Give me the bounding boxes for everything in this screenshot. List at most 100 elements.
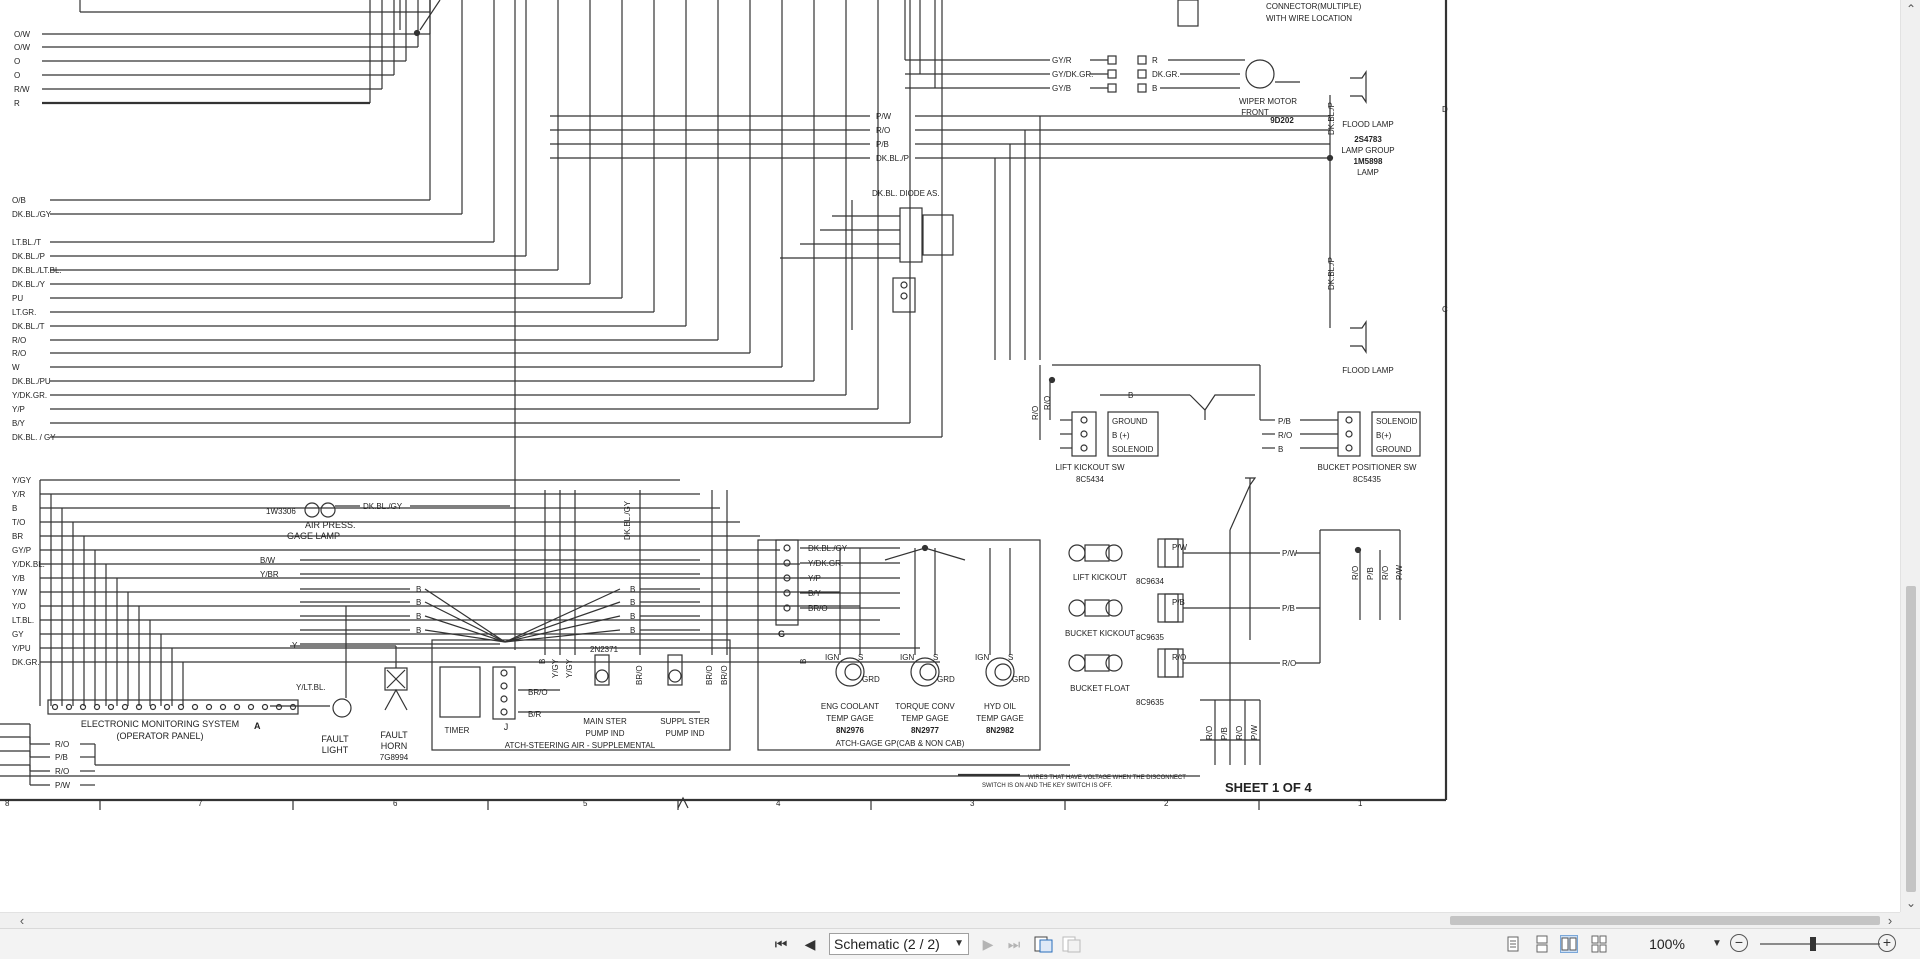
zoom-slider[interactable] <box>1760 943 1880 945</box>
left-wire-label: O <box>14 71 20 80</box>
left-wire-label: R/O <box>12 349 26 358</box>
gage-symbol <box>919 663 937 681</box>
connector-j-label: J <box>504 722 509 732</box>
wire <box>504 588 621 643</box>
conn-pin <box>500 682 508 690</box>
left-wire-label: P/W <box>55 781 71 790</box>
left-wire-label: Y/GY <box>12 476 32 485</box>
ems-pin <box>177 703 185 711</box>
gage-pin: IGN <box>825 653 839 662</box>
left-wire-label: DK.BL./Y <box>12 280 46 289</box>
wiper-out-label: B <box>1152 84 1157 93</box>
left-wire-label: DK.GR. <box>12 658 40 667</box>
previous-view-icon[interactable] <box>1032 934 1054 954</box>
vertical-wire-label: B <box>799 659 808 664</box>
gage-name: TEMP GAGE <box>976 714 1023 723</box>
zoom-dropdown-icon[interactable]: ▼ <box>1712 938 1722 949</box>
single-page-view-icon[interactable] <box>1504 935 1522 953</box>
wire-labels: O/WO/WOOR/WRO/BDK.BL./GYLT.BL./TDK.BL./P… <box>5 2 1448 808</box>
vertical-wire-label: BR/O <box>720 665 729 685</box>
plug <box>1107 69 1117 79</box>
page-select-value: Schematic (2 / 2) <box>834 936 940 952</box>
left-wire-label: Y/R <box>12 490 26 499</box>
conn-pin <box>1080 416 1088 424</box>
wire <box>424 588 506 643</box>
steering-title: ATCH-STEERING AIR - SUPPLEMENTAL <box>505 741 656 750</box>
gage-pin: S <box>858 653 863 662</box>
main-ster-label: PUMP IND <box>586 729 625 738</box>
connector-legend-symbol <box>1177 0 1199 27</box>
vertical-wire-label: R/O <box>1031 406 1040 420</box>
mid-wire-label: B <box>630 612 635 621</box>
kickout-wire-label: R/O <box>1282 659 1296 668</box>
timer-box <box>439 666 481 718</box>
ems-pin <box>51 703 59 711</box>
facing-view-icon[interactable] <box>1560 935 1578 953</box>
left-wire-label: B <box>12 504 17 513</box>
cover-view-icon[interactable] <box>1590 935 1608 953</box>
vertical-wire-label: BR/O <box>635 665 644 685</box>
gage-group-box <box>757 539 1041 751</box>
ruler-number: 5 <box>583 799 588 808</box>
left-wire-label: Y/O <box>12 602 26 611</box>
prev-page-icon[interactable]: ◀ <box>804 936 816 952</box>
left-wire-label: Y/PU <box>12 644 31 653</box>
zoom-level[interactable]: 100% <box>1649 936 1685 952</box>
gage-pin: GRD <box>937 675 955 684</box>
page-select[interactable]: Schematic (2 / 2) ▼ <box>829 933 969 955</box>
left-wire-label: DK.BL. / GY <box>12 433 56 442</box>
vertical-wire-label: DK.BL./P <box>1327 102 1336 135</box>
wire-label: B <box>1128 391 1133 400</box>
last-page-icon[interactable]: ⏭ <box>1007 936 1021 952</box>
zoom-in-icon[interactable]: + <box>1878 934 1896 952</box>
zoom-out-icon[interactable]: − <box>1730 934 1748 952</box>
ruler-number: 1 <box>1358 799 1363 808</box>
lamp-group-part: 2S4783 <box>1354 135 1382 144</box>
horizontal-scrollbar[interactable]: ‹ › <box>0 912 1900 928</box>
horizontal-scroll-thumb[interactable] <box>1450 916 1880 925</box>
gage-pin: S <box>1008 653 1013 662</box>
mid-wire-label: B <box>416 585 421 594</box>
wire <box>1229 484 1251 531</box>
scroll-down-icon[interactable]: ⌄ <box>1905 896 1917 910</box>
scroll-up-icon[interactable]: ⌃ <box>1905 2 1917 16</box>
conn-pin <box>900 281 908 289</box>
scroll-left-icon[interactable]: ‹ <box>19 913 25 928</box>
gage-name: TEMP GAGE <box>826 714 873 723</box>
lamp-label: LAMP <box>1357 168 1379 177</box>
left-wire-label: R/O <box>55 767 69 776</box>
gage-name: TEMP GAGE <box>901 714 948 723</box>
ems-pin <box>149 703 157 711</box>
fault-horn-part: 7G8994 <box>380 753 409 762</box>
steering-wire: B/R <box>528 710 542 719</box>
zoom-slider-thumb[interactable] <box>1810 937 1816 951</box>
ruler-marker <box>677 796 689 809</box>
conn-pin <box>1345 416 1353 424</box>
mid-wire-label: B <box>416 626 421 635</box>
air-press-part: 1W3306 <box>266 507 296 516</box>
left-wire-label: DK.BL./LT.BL. <box>12 266 62 275</box>
kickout-wire-label: P/W <box>1282 549 1298 558</box>
plug <box>1107 55 1117 65</box>
connector-g <box>775 539 799 626</box>
steering-part: 2N2371 <box>590 645 619 654</box>
lift-kickout-switch <box>1107 411 1159 457</box>
scroll-right-icon[interactable]: › <box>1887 913 1893 928</box>
gage-symbol <box>910 657 940 687</box>
wire-lines <box>0 0 1421 810</box>
left-wire-label: DK.BL./P <box>12 252 45 261</box>
wire <box>504 615 621 643</box>
mid-wire-label: B/W <box>260 556 276 565</box>
first-page-icon[interactable]: ⏮ <box>774 936 788 952</box>
next-page-icon[interactable]: ▶ <box>982 936 994 952</box>
vertical-scroll-thumb[interactable] <box>1906 586 1916 892</box>
wiper-wire-label: GY/B <box>1052 84 1071 93</box>
switch-pin-label: GROUND <box>1376 445 1412 454</box>
conn-pin <box>500 695 508 703</box>
vertical-wire-label: DK.BL./P <box>1327 257 1336 290</box>
continuous-view-icon[interactable] <box>1533 935 1551 953</box>
vertical-scrollbar[interactable]: ⌃ ⌄ <box>1900 0 1920 912</box>
switch-pin-label: B(+) <box>1376 431 1392 440</box>
next-view-icon[interactable] <box>1060 934 1082 954</box>
